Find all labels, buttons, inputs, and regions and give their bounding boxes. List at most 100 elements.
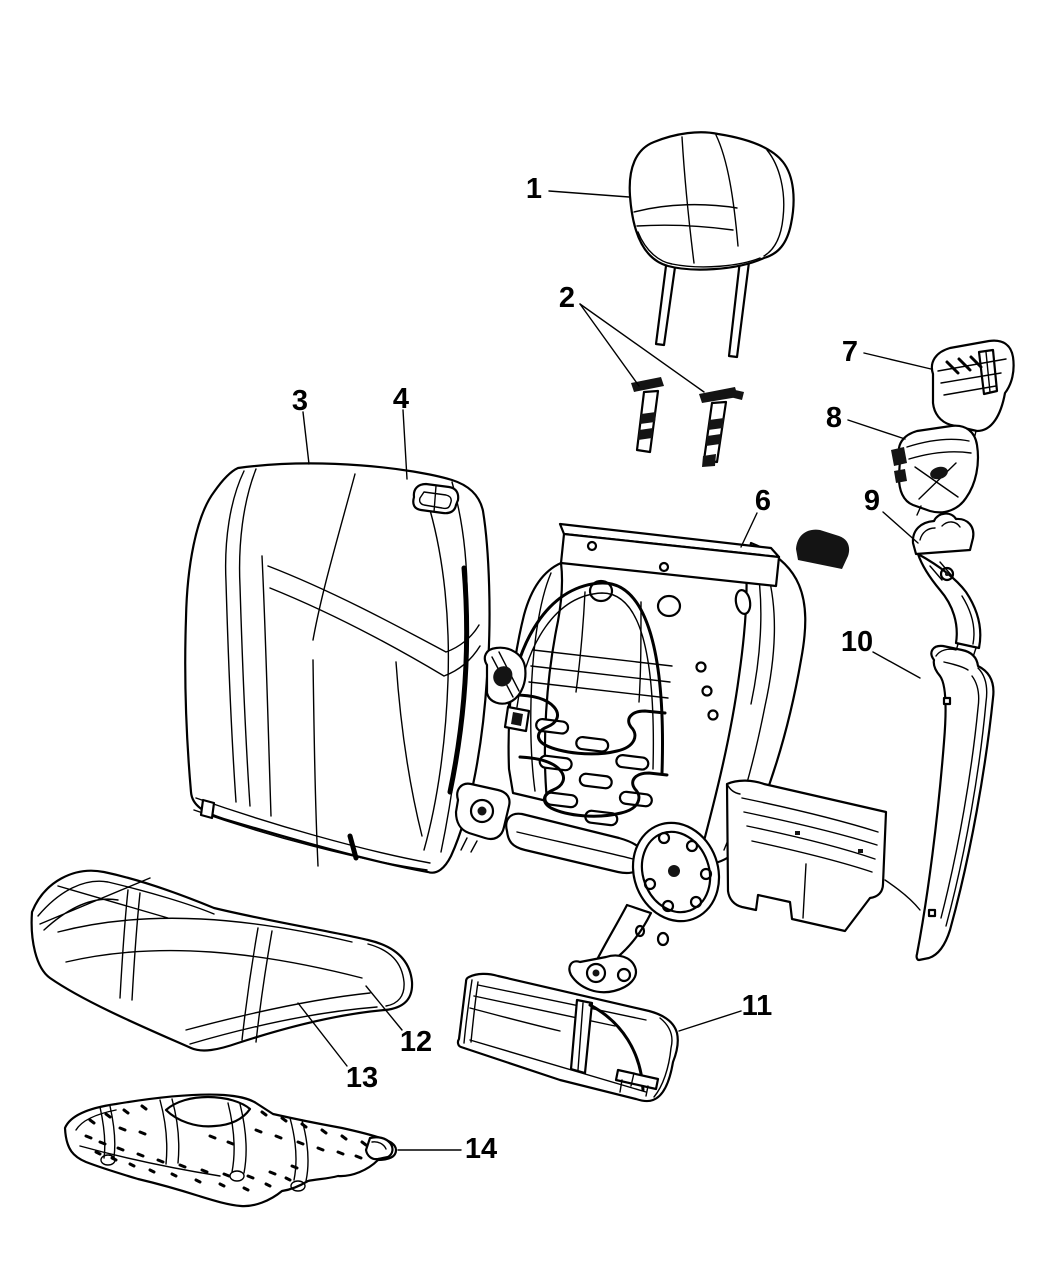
frame-rail-slot [734,589,752,615]
shield-panel-hole-2 [858,849,863,853]
part-7-upper-bracket [930,339,1015,445]
frame-bar-hole-1 [586,540,598,552]
actuator-bracket-core [511,712,523,726]
bracket7-outline [930,339,1015,433]
frame-bolt-1 [695,661,707,673]
pan-outline [63,1093,398,1208]
leader-7 [863,352,932,370]
front-shield-center-line [577,1002,584,1071]
cover-outline [184,462,491,874]
frame-slot [615,754,650,771]
leader-13 [297,1002,348,1067]
pan-loop-3 [290,1180,306,1192]
shield-blade-hole-1 [942,696,952,706]
cover-bolster-dark-line [347,565,470,861]
part-4-latch-bezel [412,482,460,515]
leg-hole-1 [634,924,646,938]
part-2-headrest-guides [631,377,744,467]
frame-foot-pin [477,806,487,816]
bracket9-ring [939,566,955,582]
bracket9-cap-seams [919,521,961,541]
callout-6: 6 [755,485,771,517]
shield-blade [915,644,995,962]
actuator-core [493,666,513,687]
bracket7-hatch [945,355,983,375]
headrest-body [628,131,795,271]
leader-9 [882,511,919,544]
leader-2b [579,303,705,393]
callout-14: 14 [465,1133,497,1165]
disc-hole [685,839,699,853]
frame-slot [538,754,573,772]
callout-10: 10 [841,626,873,658]
frame-left-rail-inner [530,572,552,792]
front-shield-bracket [614,1068,660,1091]
frame-slot [584,809,619,827]
frame-lower-leg [589,903,653,974]
callout-9: 9 [864,485,880,517]
front-shield-center-rib [569,998,594,1075]
cushion-outline [30,869,414,1052]
disc-hole [699,867,713,881]
bracket9-cap [911,512,975,556]
frame-slot [578,772,613,790]
pan-ribs [99,1098,309,1182]
pan-right-bracket-line [371,1141,387,1150]
callout-12: 12 [400,1026,432,1058]
headrest-post-right [727,258,751,359]
guide-left-flange [631,377,664,392]
part-10-side-shield [725,644,995,962]
guide-right-flange [699,387,744,403]
headrest-post-left [654,256,678,347]
bracket9-pin [945,572,949,576]
cushion-seams [37,877,405,1045]
callout-3: 3 [292,385,308,417]
leg-foot-hole [616,967,632,983]
frame-bottom-bar-inner [516,831,634,860]
part-3-seatback-cover [184,462,491,874]
frame-interior-grid [528,591,673,703]
frame-bolt-cutout-1 [588,579,614,603]
leader-3 [302,411,310,465]
latch-inner [418,485,452,513]
leader-12 [365,985,403,1031]
part-6-seatback-frame [454,522,850,994]
part-8-lower-bracket [891,424,980,516]
cover-corner-tab [199,798,216,820]
frame-bottom-bar [505,812,647,875]
part-11-front-shield [456,972,679,1103]
disc-center-pin [668,865,680,877]
bracket9-body [916,552,982,650]
frame-bolt-cutout-2 [656,594,682,618]
callout-7: 7 [842,336,858,368]
shield-blade-details [935,648,988,927]
bracket8-oval-hole [930,466,948,480]
callout-labels: 1 2 3 4 6 7 8 9 10 11 12 13 14 [292,173,880,1165]
frame-lumbar-arch [507,581,664,775]
disc-hole [643,877,657,891]
disc-hole [657,831,671,845]
leader-8 [847,419,906,440]
frame-slot [575,735,610,753]
frame-bar-hole-2 [658,561,670,573]
front-shield-ribs [463,979,673,1098]
frame-bolt-3 [707,709,719,721]
pan-right-bracket [364,1136,394,1161]
headrest-seams [633,134,785,268]
leader-11 [678,1010,742,1032]
part-12-13-seat-cushion [30,869,414,1052]
guide-right-stem [702,400,728,464]
disc-hole [661,899,675,913]
leader-2a [579,303,640,387]
frame-bolt-2 [701,685,713,697]
leader-4 [402,409,408,480]
part-14-seat-pan [63,1093,398,1208]
shield-blade-hole-2 [927,908,937,918]
shield-panel-hole-1 [795,831,800,835]
pan-texture [84,1104,368,1192]
leg-foot-pin [592,969,600,977]
callout-13: 13 [346,1062,378,1094]
guide-left-bands [638,412,656,440]
